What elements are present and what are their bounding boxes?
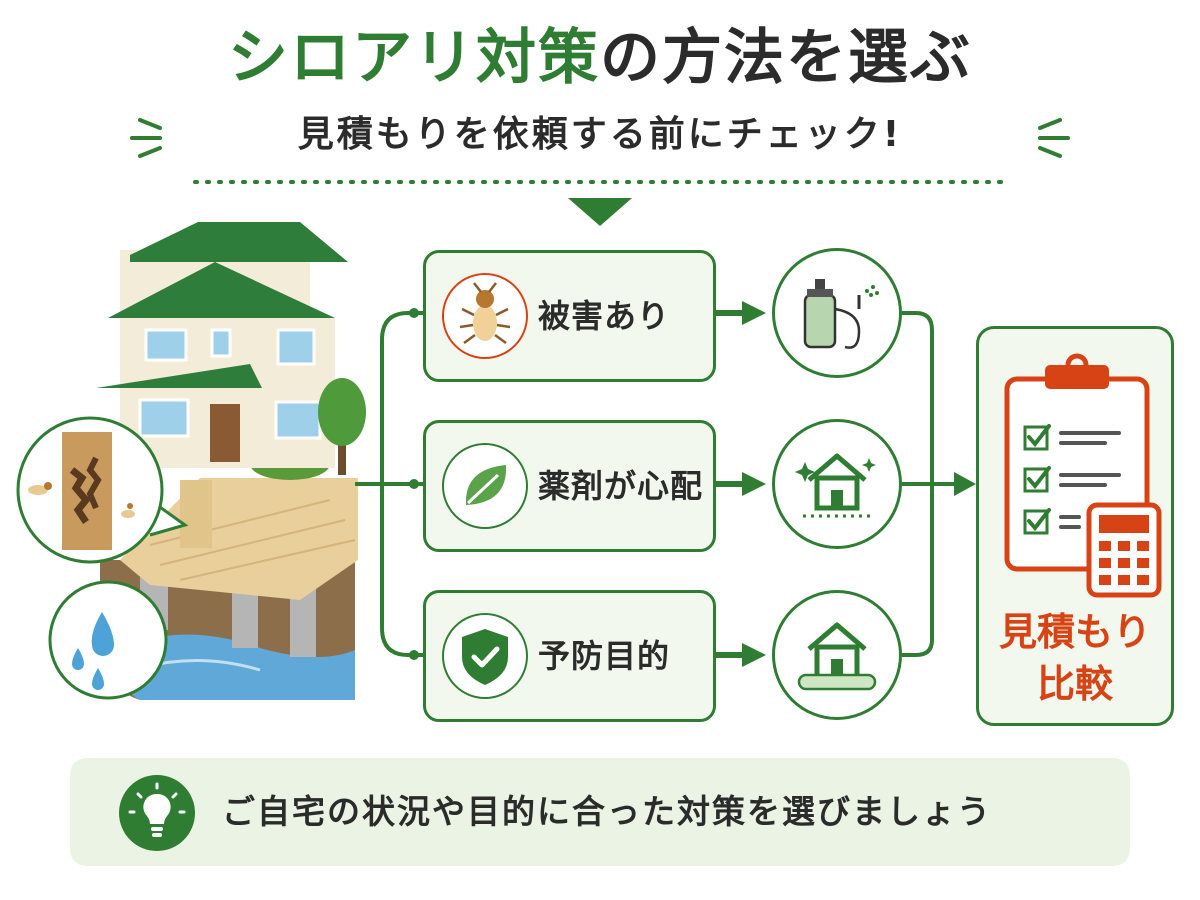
subtitle: 見積もりを依頼する前にチェック! xyxy=(297,114,903,155)
title-rest: の方法を選ぶ xyxy=(600,23,972,93)
moisture-bubble xyxy=(48,580,168,700)
tip-text: ご自宅の状況や目的に合った対策を選びましょう xyxy=(222,792,992,831)
option-label-prevention: 予防目的 xyxy=(538,637,671,675)
result-label-line1: 見積もり xyxy=(998,610,1151,654)
clipboard-calculator-icon xyxy=(1004,353,1162,598)
left-accent-marks xyxy=(130,118,162,158)
connector-dots xyxy=(409,308,419,660)
option-label-damage: 被害あり xyxy=(538,297,671,335)
result-arrow-icon xyxy=(954,472,976,496)
house-illustration xyxy=(96,222,366,700)
termite-damage-bubble xyxy=(16,416,189,564)
title-highlight: シロアリ対策 xyxy=(228,23,600,93)
right-accent-marks xyxy=(1038,118,1070,158)
termite-icon xyxy=(442,273,528,359)
result-estimate-compare[interactable] xyxy=(976,326,1174,726)
sprayer-icon xyxy=(772,248,902,378)
result-label: 見積もり比較 xyxy=(976,606,1174,710)
shield-check-icon xyxy=(442,613,528,699)
merge-connector xyxy=(902,311,960,657)
clean-house-icon xyxy=(772,419,902,549)
lightbulb-icon xyxy=(119,775,195,851)
option-label-chemical: 薬剤が心配 xyxy=(538,467,704,505)
page-title: シロアリ対策の方法を選ぶ xyxy=(0,18,1200,98)
protected-house-icon xyxy=(772,590,902,720)
down-arrow-icon xyxy=(568,198,632,226)
option-damage[interactable]: 被害あり xyxy=(423,250,716,382)
option-prevention[interactable]: 予防目的 xyxy=(423,590,716,722)
result-label-line2: 比較 xyxy=(1036,662,1113,706)
leaf-icon xyxy=(442,443,528,529)
option-chemical-concern[interactable]: 薬剤が心配 xyxy=(423,420,716,552)
option-arrows xyxy=(716,301,766,667)
tip-banner xyxy=(70,758,1130,866)
